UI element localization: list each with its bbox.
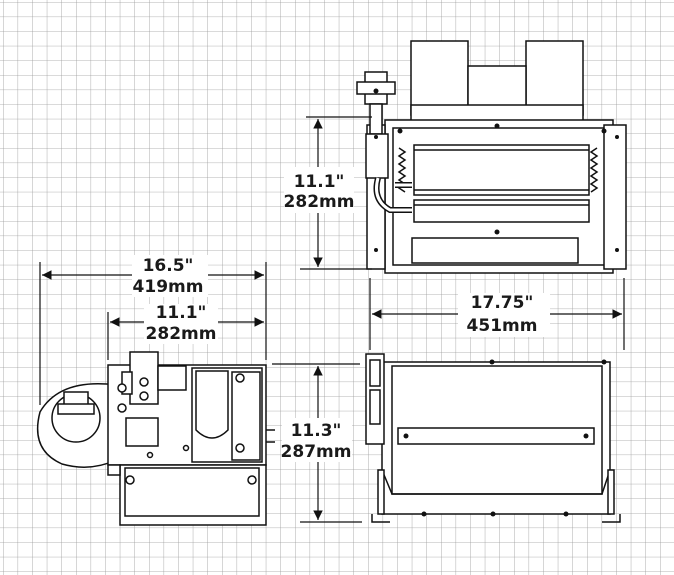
front-view-screws: [403, 359, 607, 517]
side-view-overall-width-mm: 419mm: [133, 277, 204, 297]
label-bg: [458, 293, 550, 337]
top-view-height-mm: 282mm: [284, 192, 355, 212]
top-view-height-inches: 11.1": [294, 172, 345, 192]
side-view-body-width-inches: 11.1": [156, 303, 207, 323]
side-view-screws: [117, 373, 257, 485]
label-bg: [132, 255, 208, 297]
side-view-body-width-mm: 282mm: [146, 324, 217, 344]
label-bg: [282, 418, 352, 462]
front-view-width-inches: 17.75": [471, 293, 534, 313]
label-bg: [144, 304, 218, 344]
front-view-height-mm: 287mm: [281, 442, 352, 462]
top-view-unit: [356, 40, 627, 274]
front-view-unit: [365, 353, 621, 523]
top-view-screws: [373, 88, 619, 252]
side-view-overall-width-inches: 16.5": [143, 256, 194, 276]
label-bg: [284, 167, 354, 213]
front-view-width-mm: 451mm: [467, 316, 538, 336]
front-view-height-inches: 11.3": [291, 421, 342, 441]
